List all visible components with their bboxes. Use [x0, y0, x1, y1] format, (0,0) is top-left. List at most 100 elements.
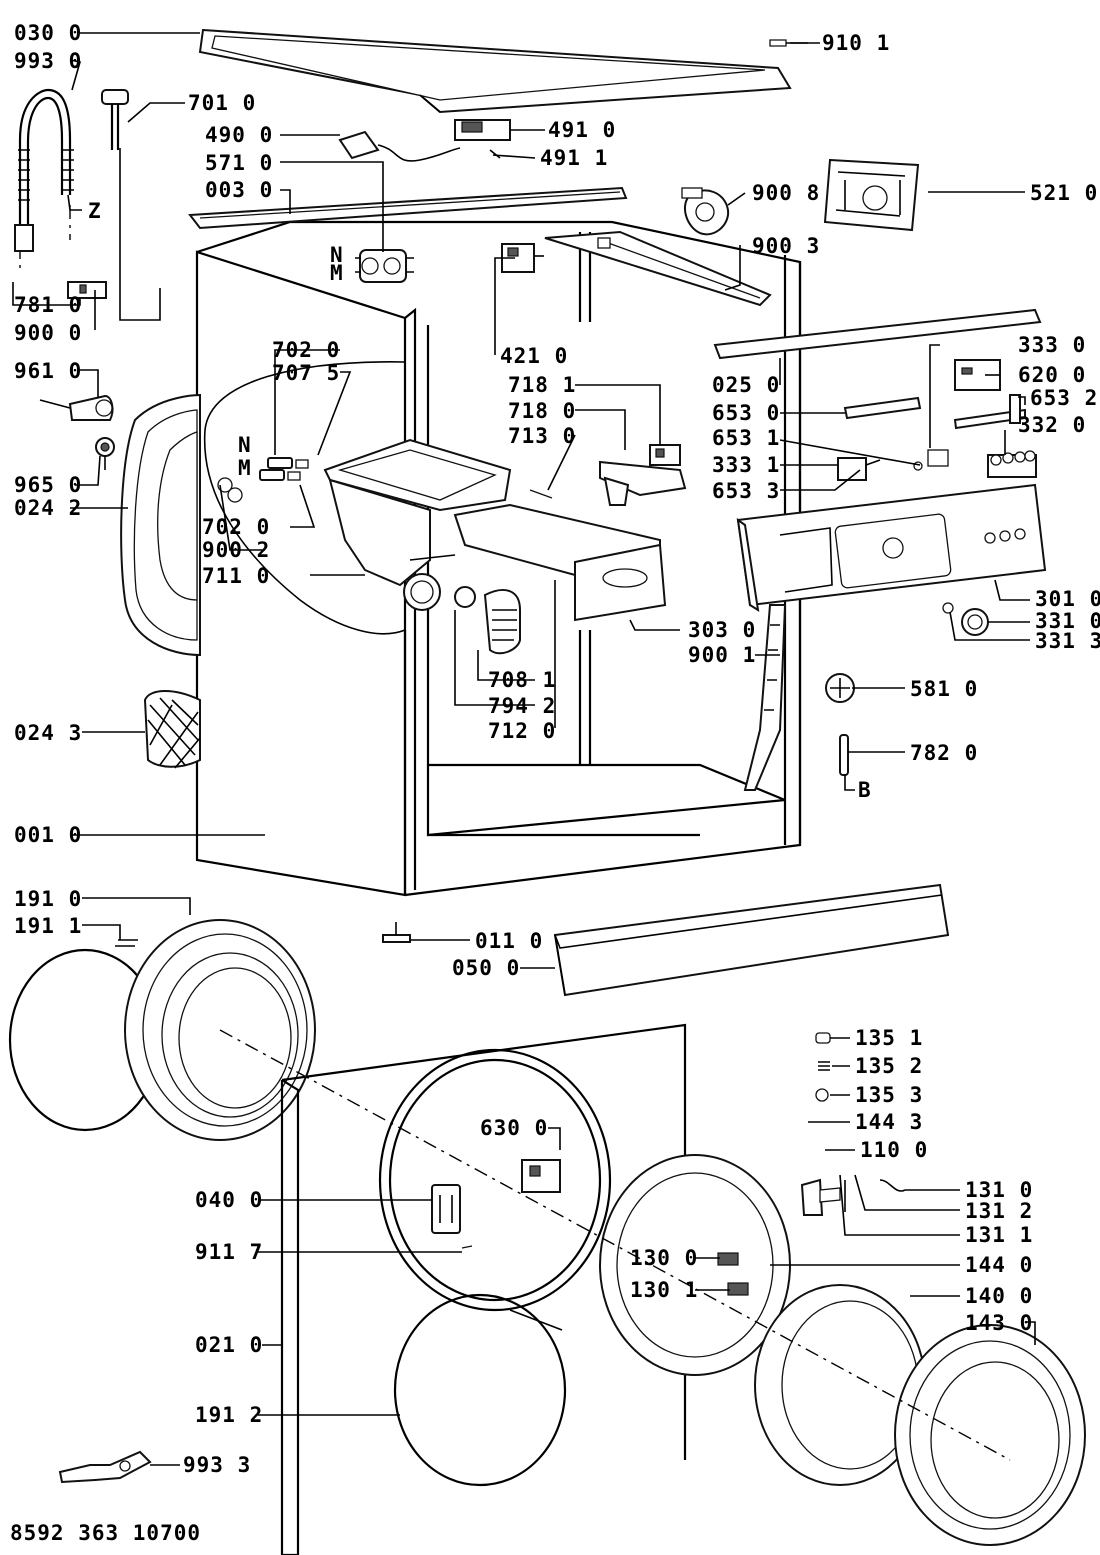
label-421-0: 421 0: [500, 344, 568, 368]
label-135-1: 135 1: [855, 1026, 923, 1050]
label-653-2: 653 2: [1030, 386, 1098, 410]
right-top-rail: [544, 230, 772, 307]
door-lock-630: [521, 1159, 561, 1193]
front-panel-021: [280, 1023, 687, 1555]
label-144-0: 144 0: [965, 1253, 1033, 1277]
label-040-0: 040 0: [195, 1188, 263, 1212]
label-191-1: 191 1: [14, 914, 82, 938]
rod-701: [101, 89, 161, 321]
label-711-0: 711 0: [202, 564, 270, 588]
plinth-050: [553, 883, 950, 997]
door-gasket-191: [8, 919, 316, 1141]
label-653-1: 653 1: [712, 426, 780, 450]
part-718-1: [649, 444, 681, 466]
part-9008: [681, 187, 730, 236]
label-301-0: 301 0: [1035, 587, 1100, 611]
label-702-0-top: 702 0: [272, 338, 340, 362]
label-131-2: 131 2: [965, 1199, 1033, 1223]
label-021-0: 021 0: [195, 1333, 263, 1357]
bracket-900-1: [743, 604, 787, 791]
top-lid: [198, 28, 792, 114]
label-131-0: 131 0: [965, 1178, 1033, 1202]
label-707-5: 707 5: [272, 361, 340, 385]
label-050-0: 050 0: [452, 956, 520, 980]
part-653-0: [843, 396, 922, 420]
spring-191-2: [509, 1309, 563, 1331]
label-n-mid: N: [238, 433, 252, 457]
top-rail: [188, 186, 628, 230]
label-025-0: 025 0: [712, 373, 780, 397]
label-m-mid: M: [238, 456, 252, 480]
label-993-3: 993 3: [183, 1453, 251, 1477]
rear-panel-024-2: [120, 393, 201, 657]
door-outer-143: [894, 1324, 1086, 1546]
water-valve: [355, 249, 414, 283]
hose-clamp-781: [67, 281, 107, 299]
knob-331: [942, 602, 989, 636]
label-490-0: 490 0: [205, 123, 273, 147]
detergent-dispenser-housing: [323, 438, 512, 611]
label-713-0: 713 0: [508, 424, 576, 448]
label-701-0: 701 0: [188, 91, 256, 115]
label-130-1: 130 1: [630, 1278, 698, 1302]
label-993-0: 993 0: [14, 49, 82, 73]
cabinet: [195, 220, 802, 897]
label-z: Z: [88, 199, 102, 223]
label-140-0: 140 0: [965, 1284, 1033, 1308]
label-003-0: 003 0: [205, 178, 273, 202]
label-653-3: 653 3: [712, 479, 780, 503]
label-b: B: [858, 778, 872, 802]
tool-993-3: [58, 1450, 152, 1484]
label-718-1: 718 1: [508, 373, 576, 397]
door-window-140: [754, 1284, 926, 1486]
label-331-3: 331 3: [1035, 629, 1100, 653]
dispenser-drawer: [453, 503, 667, 622]
part-653-1: [913, 461, 923, 471]
label-001-0: 001 0: [14, 823, 82, 847]
label-135-3: 135 3: [855, 1083, 923, 1107]
label-191-0: 191 0: [14, 887, 82, 911]
label-521-0: 521 0: [1030, 181, 1098, 205]
label-900-1: 900 1: [688, 643, 756, 667]
hose-708: [454, 586, 521, 655]
pressure-switch-581: [825, 673, 855, 703]
label-n-top: N: [330, 243, 344, 267]
label-024-2: 024 2: [14, 496, 82, 520]
label-332-0: 332 0: [1018, 413, 1086, 437]
grille-024-3: [143, 690, 201, 769]
label-191-2: 191 2: [195, 1403, 263, 1427]
label-718-0: 718 0: [508, 399, 576, 423]
label-911-7: 911 7: [195, 1240, 263, 1264]
label-702-0-mid: 702 0: [202, 515, 270, 539]
label-143-0: 143 0: [965, 1311, 1033, 1335]
rod-782: [839, 734, 849, 776]
part-333-0: [927, 449, 949, 467]
screw-911: [461, 1245, 473, 1249]
buttons-332: [987, 450, 1037, 478]
label-910-1: 910 1: [822, 31, 890, 55]
label-333-1: 333 1: [712, 453, 780, 477]
label-630-0: 630 0: [480, 1116, 548, 1140]
label-130-0: 130 0: [630, 1246, 698, 1270]
door-axis-line: [219, 1029, 1011, 1461]
leader-lines: [12, 32, 1036, 1466]
part-961: [39, 394, 114, 421]
label-781-0: 781 0: [14, 293, 82, 317]
label-491-1: 491 1: [540, 146, 608, 170]
label-m-top: M: [330, 261, 344, 285]
inlet-hose: [14, 88, 74, 270]
screw-491-1: [489, 149, 501, 159]
part-653-2: [953, 394, 1026, 430]
label-144-3: 144 3: [855, 1110, 923, 1134]
label-961-0: 961 0: [14, 359, 82, 383]
part-333-1: [837, 457, 881, 481]
label-030-0: 030 0: [14, 21, 82, 45]
part-718-0: [599, 460, 687, 506]
power-cable: [338, 130, 461, 162]
label-620-0: 620 0: [1018, 363, 1086, 387]
strip-025: [713, 308, 1042, 360]
foot-011: [382, 922, 411, 943]
label-708-1: 708 1: [488, 668, 556, 692]
part-labels: 030 0 993 0 701 0 490 0 491 0 491 1 571 …: [10, 21, 1100, 1545]
